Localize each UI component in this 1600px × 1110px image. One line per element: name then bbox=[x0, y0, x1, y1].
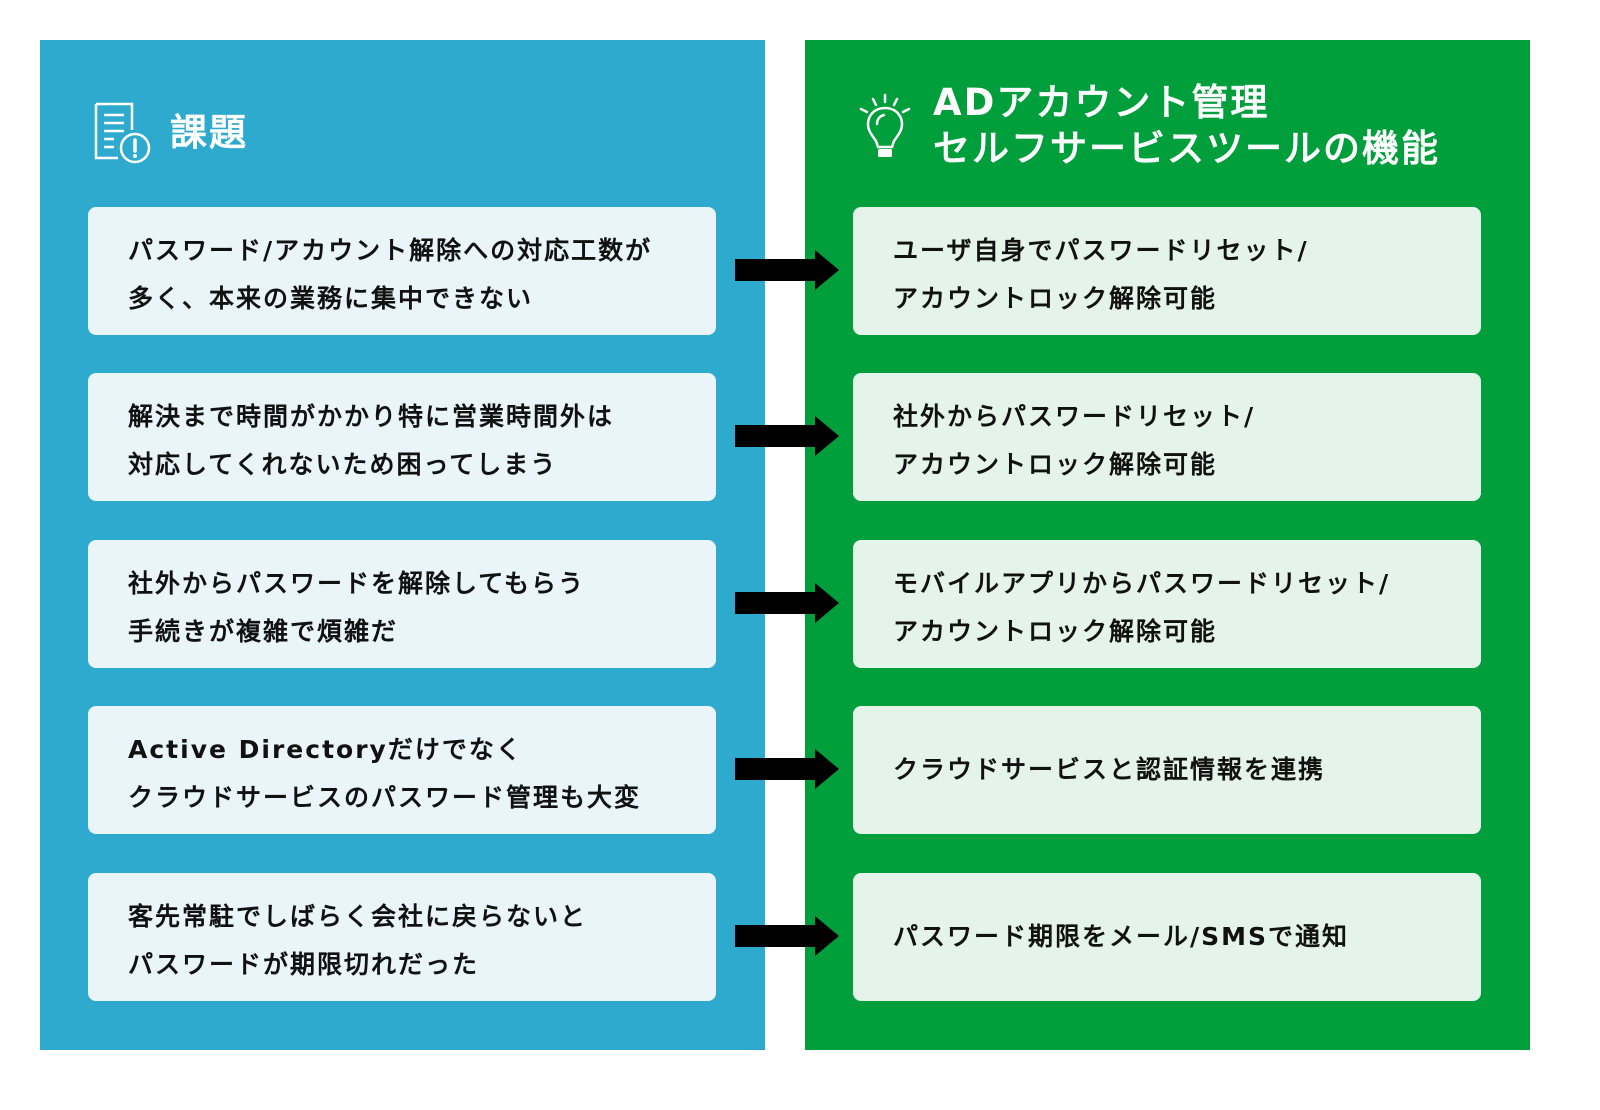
arrow-right-icon bbox=[735, 416, 839, 456]
solution-text: クラウドサービスと認証情報を連携 bbox=[893, 755, 1326, 784]
arrow-right-icon bbox=[735, 250, 839, 290]
solution-card: 社外からパスワードリセット/ アカウントロック解除可能 bbox=[853, 373, 1481, 501]
problem-card: 社外からパスワードを解除してもらう 手続きが複雑で煩雑だ bbox=[88, 540, 716, 668]
problem-text: クラウドサービスのパスワード管理も大変 bbox=[128, 783, 642, 812]
solution-card: クラウドサービスと認証情報を連携 bbox=[853, 706, 1481, 834]
problem-text: Active Directoryだけでなく bbox=[128, 735, 523, 764]
solutions-panel: ADアカウント管理 セルフサービスツールの機能 ユーザ自身でパスワードリセット/… bbox=[805, 40, 1530, 1050]
solution-card: パスワード期限をメール/SMSで通知 bbox=[853, 873, 1481, 1001]
problems-panel: 課題 パスワード/アカウント解除への対応工数が 多く、本来の業務に集中できない … bbox=[40, 40, 765, 1050]
arrow-right-icon bbox=[735, 749, 839, 789]
solution-card: ユーザ自身でパスワードリセット/ アカウントロック解除可能 bbox=[853, 207, 1481, 335]
solution-card: モバイルアプリからパスワードリセット/ アカウントロック解除可能 bbox=[853, 540, 1481, 668]
problems-header: 課題 bbox=[92, 102, 248, 164]
problem-card: パスワード/アカウント解除への対応工数が 多く、本来の業務に集中できない bbox=[88, 207, 716, 335]
problem-card: 解決まで時間がかかり特に営業時間外は 対応してくれないため困ってしまう bbox=[88, 373, 716, 501]
problems-title: 課題 bbox=[170, 111, 248, 154]
problem-text: 手続きが複雑で煩雑だ bbox=[128, 617, 399, 646]
problem-card: Active Directoryだけでなく クラウドサービスのパスワード管理も大… bbox=[88, 706, 716, 834]
problem-text: 客先常駐でしばらく会社に戻らないと bbox=[128, 902, 588, 931]
problem-text: パスワードが期限切れだった bbox=[128, 950, 480, 979]
solution-text: アカウントロック解除可能 bbox=[893, 617, 1218, 646]
solutions-title-line: ADアカウント管理 bbox=[933, 81, 1270, 124]
problem-card: 客先常駐でしばらく会社に戻らないと パスワードが期限切れだった bbox=[88, 873, 716, 1001]
solution-text: アカウントロック解除可能 bbox=[893, 284, 1218, 313]
problem-text: パスワード/アカウント解除への対応工数が bbox=[128, 236, 653, 265]
solution-text: 社外からパスワードリセット/ bbox=[893, 402, 1256, 431]
solutions-title-line: セルフサービスツールの機能 bbox=[933, 127, 1440, 170]
problem-text: 対応してくれないため困ってしまう bbox=[128, 450, 558, 479]
arrow-right-icon bbox=[735, 916, 839, 956]
solutions-title: ADアカウント管理 セルフサービスツールの機能 bbox=[933, 80, 1440, 172]
arrow-right-icon bbox=[735, 583, 839, 623]
solution-text: パスワード期限をメール/SMSで通知 bbox=[893, 922, 1350, 951]
document-warning-icon bbox=[94, 102, 151, 164]
solution-text: ユーザ自身でパスワードリセット/ bbox=[893, 236, 1309, 265]
solutions-header: ADアカウント管理 セルフサービスツールの機能 bbox=[857, 81, 1440, 170]
problem-text: 解決まで時間がかかり特に営業時間外は bbox=[128, 402, 615, 431]
solution-text: アカウントロック解除可能 bbox=[893, 450, 1218, 479]
problem-text: 多く、本来の業務に集中できない bbox=[128, 284, 534, 313]
problem-text: 社外からパスワードを解除してもらう bbox=[128, 569, 586, 598]
solution-text: モバイルアプリからパスワードリセット/ bbox=[893, 569, 1391, 598]
lightbulb-icon bbox=[859, 93, 911, 157]
